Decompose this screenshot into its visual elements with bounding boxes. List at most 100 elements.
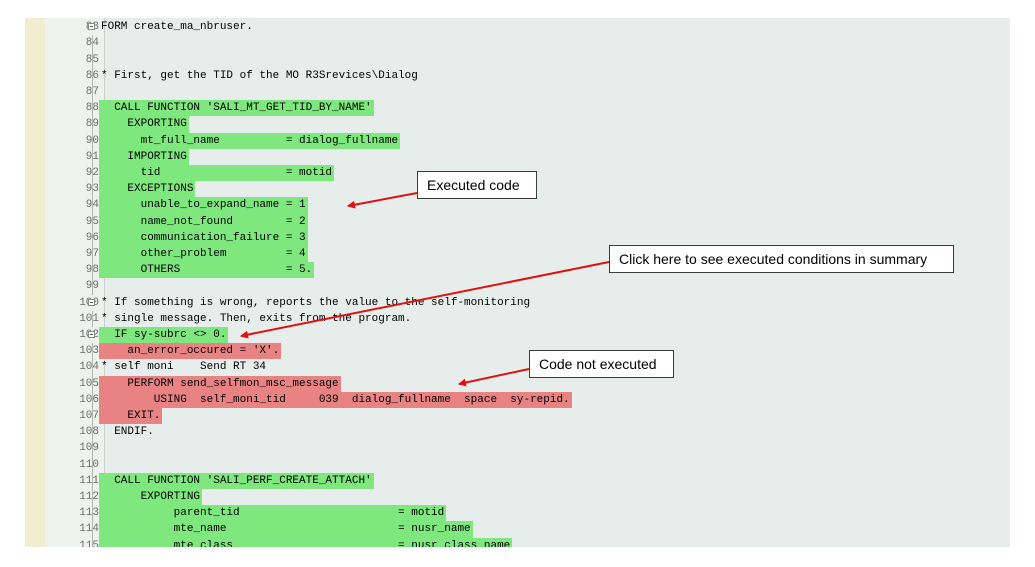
line-number: 112 — [79, 491, 99, 503]
line-number: 87 — [45, 84, 99, 100]
code-line: 90 mt_full_name = dialog_fullname — [25, 132, 1010, 149]
code-text: parent_tid = motid — [101, 507, 445, 520]
code-text: mte_class = nusr_class_name — [101, 539, 511, 547]
line-number: 115 — [79, 539, 99, 547]
line-number: 99 — [45, 278, 99, 294]
line-number: 91 — [45, 149, 99, 165]
line-number: 104 — [79, 361, 99, 374]
code-line: 84 — [25, 35, 1010, 52]
executed-highlight — [99, 213, 308, 230]
code-line: 109 — [25, 440, 1010, 457]
fold-guide — [92, 132, 93, 149]
line-number: 114 — [79, 523, 99, 536]
fold-guide — [92, 67, 93, 84]
code-line: 88 CALL FUNCTION 'SALI_MT_GET_TID_BY_NAM… — [25, 100, 1010, 117]
fold-guide — [92, 408, 93, 425]
code-line: 102 IF sy-subrc <> 0. — [25, 327, 1010, 344]
fold-guide — [92, 537, 93, 547]
code-text: ENDIF. — [101, 426, 154, 439]
callout-code-not-executed: Code not executed — [529, 350, 674, 378]
code-line: 83FORM create_ma_nbruser. — [25, 19, 1010, 35]
executed-highlight — [99, 165, 334, 182]
executed-highlight — [99, 327, 229, 344]
fold-guide — [92, 213, 93, 230]
fold-guide — [92, 148, 93, 165]
line-number: 90 — [45, 133, 99, 149]
line-number: 108 — [79, 426, 99, 439]
line-number: 106 — [79, 393, 99, 406]
code-line: 93 EXCEPTIONS — [25, 181, 1010, 198]
code-text: EXPORTING — [101, 491, 201, 503]
line-number: 94 — [45, 197, 99, 213]
executed-highlight — [99, 537, 513, 547]
code-text: mte_name = nusr_name — [101, 523, 471, 536]
code-line: 86* First, get the TID of the MO R3Srevi… — [25, 67, 1010, 84]
code-line: 115 mte_class = nusr_class_name — [25, 537, 1010, 547]
callout-executed-code: Executed code — [417, 171, 537, 199]
executed-highlight — [99, 489, 202, 506]
code-text: mt_full_name = dialog_fullname — [101, 134, 399, 147]
code-text: * single message. Then, exits from the p… — [101, 312, 412, 325]
not-executed-highlight — [99, 391, 572, 408]
fold-guide — [92, 181, 93, 198]
code-text: CALL FUNCTION 'SALI_PERF_CREATE_ATTACH' — [101, 474, 372, 487]
code-line: 105 PERFORM send_selfmon_msc_message — [25, 375, 1010, 392]
line-number: 103 — [79, 345, 99, 358]
code-line: 113 parent_tid = motid — [25, 505, 1010, 522]
executed-highlight — [99, 132, 400, 149]
code-text: tid = motid — [101, 167, 333, 179]
fold-guide — [92, 51, 93, 68]
executed-highlight — [99, 100, 374, 117]
line-number: 86 — [45, 68, 99, 84]
code-line: 97 other_problem = 4 — [25, 246, 1010, 263]
line-number: 105 — [79, 377, 99, 390]
line-number: 95 — [45, 214, 99, 230]
code-line: 114 mte_name = nusr_name — [25, 521, 1010, 538]
fold-guide — [92, 116, 93, 133]
line-number: 98 — [45, 262, 99, 278]
collapse-icon[interactable] — [88, 331, 95, 338]
line-number: 97 — [45, 246, 99, 262]
code-line: 110 — [25, 456, 1010, 473]
line-number: 109 — [79, 442, 99, 455]
code-text: CALL FUNCTION 'SALI_MT_GET_TID_BY_NAME' — [101, 102, 372, 115]
fold-guide — [92, 165, 93, 182]
line-number: 85 — [45, 52, 99, 68]
fold-guide — [92, 229, 93, 246]
fold-guide — [92, 489, 93, 506]
code-text: unable_to_expand_name = 1 — [101, 199, 306, 212]
collapse-icon[interactable] — [88, 23, 95, 31]
line-number: 84 — [45, 35, 99, 51]
fold-guide — [92, 278, 93, 295]
code-text: OTHERS = 5. — [101, 264, 313, 277]
collapse-icon[interactable] — [88, 298, 95, 306]
code-line: 106 USING self_moni_tid 039 dialog_fulln… — [25, 391, 1010, 408]
code-text: IMPORTING — [101, 150, 187, 163]
code-line: 104* self moni Send RT 34 — [25, 359, 1010, 376]
line-number: 96 — [45, 230, 99, 246]
code-line: 99 — [25, 278, 1010, 295]
code-line: 89 EXPORTING — [25, 116, 1010, 133]
fold-guide — [92, 521, 93, 538]
not-executed-highlight — [99, 343, 282, 360]
code-text: * self moni Send RT 34 — [101, 361, 267, 374]
code-line: 91 IMPORTING — [25, 148, 1010, 165]
code-editor[interactable]: 83FORM create_ma_nbruser.848586* First, … — [25, 18, 1010, 547]
fold-guide — [92, 505, 93, 522]
executed-highlight — [99, 521, 473, 538]
code-line: 92 tid = motid — [25, 165, 1010, 182]
fold-guide — [92, 310, 93, 327]
code-text: USING self_moni_tid 039 dialog_fullname … — [101, 393, 570, 406]
code-text: EXIT. — [101, 410, 161, 422]
code-text: communication_failure = 3 — [101, 231, 306, 244]
code-text: other_problem = 4 — [101, 248, 306, 260]
code-text: EXPORTING — [101, 118, 187, 131]
line-number: 89 — [45, 116, 99, 132]
code-line: 94 unable_to_expand_name = 1 — [25, 197, 1010, 214]
fold-guide — [92, 84, 93, 101]
not-executed-highlight — [99, 375, 341, 392]
line-number: 88 — [45, 100, 99, 116]
line-number-column — [45, 18, 105, 547]
code-line: 96 communication_failure = 3 — [25, 229, 1010, 246]
line-number: 110 — [79, 458, 99, 471]
